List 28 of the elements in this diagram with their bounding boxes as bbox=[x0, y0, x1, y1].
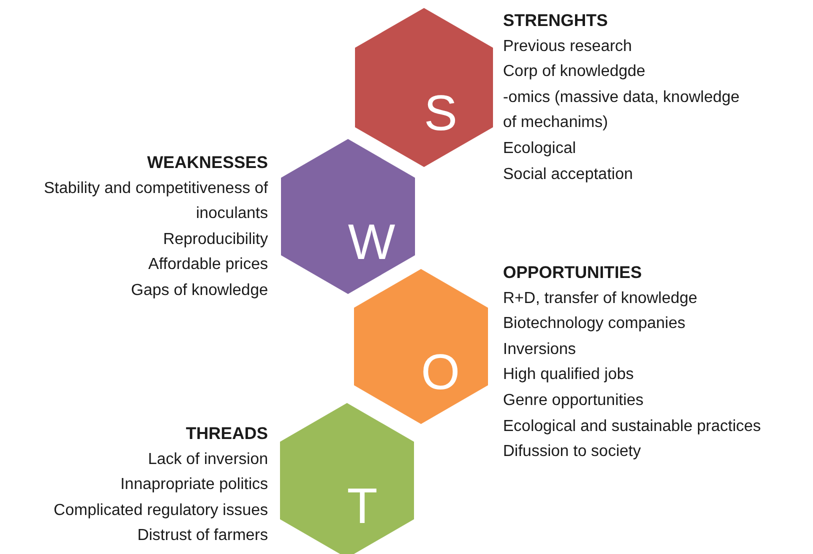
list-item: Corp of knowledgde bbox=[503, 62, 646, 82]
section-heading: WEAKNESSES bbox=[146, 152, 268, 174]
list-item: High qualified jobs bbox=[503, 365, 635, 386]
section-heading: STRENGHTS bbox=[503, 10, 609, 32]
list-item: -omics (massive data, knowledge of mechanims) bbox=[503, 88, 741, 134]
list-item: Complicated regulatory issues bbox=[52, 500, 268, 521]
list-item: Ecological bbox=[503, 138, 577, 159]
hexagon-letter: S bbox=[424, 88, 458, 138]
list-item: Previous research bbox=[503, 36, 633, 57]
hexagon-letter: T bbox=[347, 480, 378, 530]
list-item: Affordable prices bbox=[147, 255, 268, 276]
list-item: Social acceptation bbox=[503, 164, 634, 185]
list-item: Ecological and sustainable practices bbox=[503, 416, 762, 437]
section-heading: OPPORTUNITIES bbox=[503, 262, 643, 284]
list-item: Distrust of farmers bbox=[136, 526, 268, 546]
hexagon-letter: W bbox=[348, 216, 396, 266]
list-item: Innapropriate politics bbox=[119, 475, 268, 496]
list-item: Inversions bbox=[503, 340, 577, 360]
list-item: Difussion to society bbox=[503, 442, 642, 462]
list-item: Gaps of knowledge bbox=[130, 280, 268, 301]
section-heading: THREADS bbox=[184, 423, 268, 445]
list-item: Stability and competitiveness of inoculants bbox=[42, 178, 268, 224]
list-item: Genre opportunities bbox=[503, 390, 645, 411]
list-item: Reproducibility bbox=[162, 230, 268, 250]
list-item: R+D, transfer of knowledge bbox=[503, 288, 698, 309]
list-item: Lack of inversion bbox=[146, 450, 268, 470]
list-item: Biotechnology companies bbox=[503, 314, 686, 334]
hexagon-letter: O bbox=[421, 346, 460, 396]
